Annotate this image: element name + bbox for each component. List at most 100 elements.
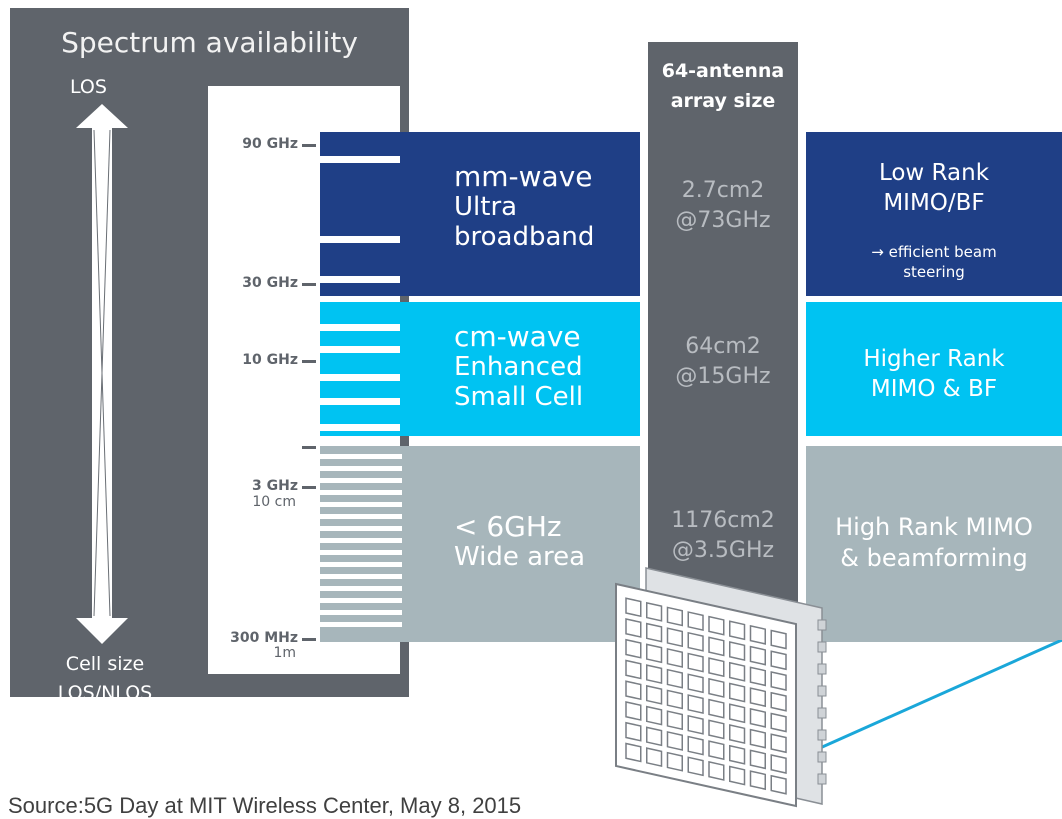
antenna-array-icon [615,567,827,808]
cell-size-label: Cell size LOS/NLOS [40,650,170,708]
sub6-text: < 6GHz Wide area [454,510,586,573]
antenna-element [625,680,642,701]
antenna-element [770,754,787,774]
freq-label-30ghz: 30 GHz [242,275,298,291]
double-arrow-icon [76,104,128,644]
antenna-element [625,597,642,618]
cm-wave-text: cm-wave Enhanced Small Cell [454,320,583,413]
band-stripe [320,324,400,331]
band-stripe [320,156,400,163]
antenna-element [687,631,704,652]
antenna-element [666,668,683,689]
mimo-note1: → efficient beam [871,243,997,261]
band-stripe [320,236,400,243]
mimo-line1: High Rank MIMO [835,513,1033,541]
band-name: mm-wave [454,160,593,193]
cell-size-line1: Cell size [65,653,145,675]
freq-tick [302,638,316,641]
antenna-element [708,760,725,781]
array-freq: @73GHz [675,208,771,233]
antenna-element [625,659,642,680]
antenna-element [666,689,683,710]
antenna-element [729,620,746,641]
antenna-element [749,749,766,770]
antenna-element [749,666,766,687]
antenna-element [770,774,787,795]
antenna-element [749,624,766,645]
mimo-box-low [806,132,1062,296]
antenna-element [625,721,642,742]
antenna-element [770,712,787,733]
antenna-element [666,606,683,627]
antenna-element [687,714,704,735]
array-size: 64cm2 [685,334,761,359]
band-line3: broadband [454,222,595,252]
mimo-line2: & beamforming [840,544,1028,572]
antenna-element [770,650,787,671]
band-line2: Enhanced [454,352,583,382]
antenna-element [646,643,663,664]
antenna-element [708,657,725,678]
antenna-element [729,744,746,765]
antenna-element [729,765,746,786]
mimo-line2: MIMO/BF [883,190,985,216]
freq-label-10ghz: 10 GHz [242,352,298,368]
band-stripe [320,276,400,283]
antenna-element [666,648,683,668]
antenna-element [708,615,725,636]
freq-tick [302,446,316,449]
antenna-element [770,691,787,712]
antenna-element [708,719,725,740]
array-header-line1: 64-antenna [661,60,785,82]
antenna-element [646,601,663,622]
los-label: LOS [70,76,107,98]
array-freq: @3.5GHz [671,538,775,563]
antenna-element [646,747,663,768]
array-freq: @15GHz [675,364,771,389]
antenna-element [770,671,787,691]
antenna-element [749,645,766,666]
freq-tick [302,486,316,489]
antenna-element [687,694,704,715]
mimo-line2: MIMO & BF [870,376,998,402]
antenna-element [708,636,725,657]
antenna-element [770,629,787,650]
source-caption: Source:5G Day at MIT Wireless Center, Ma… [8,793,522,818]
freq-tick [302,360,316,363]
band-name: cm-wave [454,320,581,353]
antenna-element [729,703,746,724]
antenna-element [625,742,642,763]
antenna-element [646,664,663,685]
freq-tick [302,283,316,286]
array-size: 1176cm2 [671,508,775,533]
antenna-element [646,622,663,643]
mimo-higher-text: Higher Rank MIMO & BF [806,344,1062,404]
antenna-element [729,641,746,661]
band-line2: Wide area [454,542,586,572]
array-header-line2: array size [670,90,776,112]
antenna-element [666,710,683,731]
band-name: < 6GHz [454,510,562,543]
band-stripe [320,398,400,405]
mimo-note2: steering [903,263,965,281]
antenna-element [687,673,704,694]
antenna-element [708,677,725,698]
freq-label-90ghz: 90 GHz [242,136,298,152]
antenna-element [687,611,704,632]
array-size-header: 64-antenna array size [648,56,798,116]
freq-label-300mhz: 300 MHz [230,630,298,646]
antenna-element [646,726,663,747]
antenna-element [687,756,704,777]
antenna-element [646,705,663,726]
antenna-element [770,733,787,754]
array-size: 2.7cm2 [681,178,765,203]
antenna-element [666,731,683,751]
band-stripe [320,424,400,431]
freq-tick [302,144,316,147]
antenna-element [729,682,746,703]
mm-wave-text: mm-wave Ultra broadband [454,160,595,253]
antenna-element [687,735,704,756]
mimo-high-text: High Rank MIMO & beamforming [806,512,1062,574]
antenna-array-column [648,42,798,602]
antenna-element [625,618,642,638]
